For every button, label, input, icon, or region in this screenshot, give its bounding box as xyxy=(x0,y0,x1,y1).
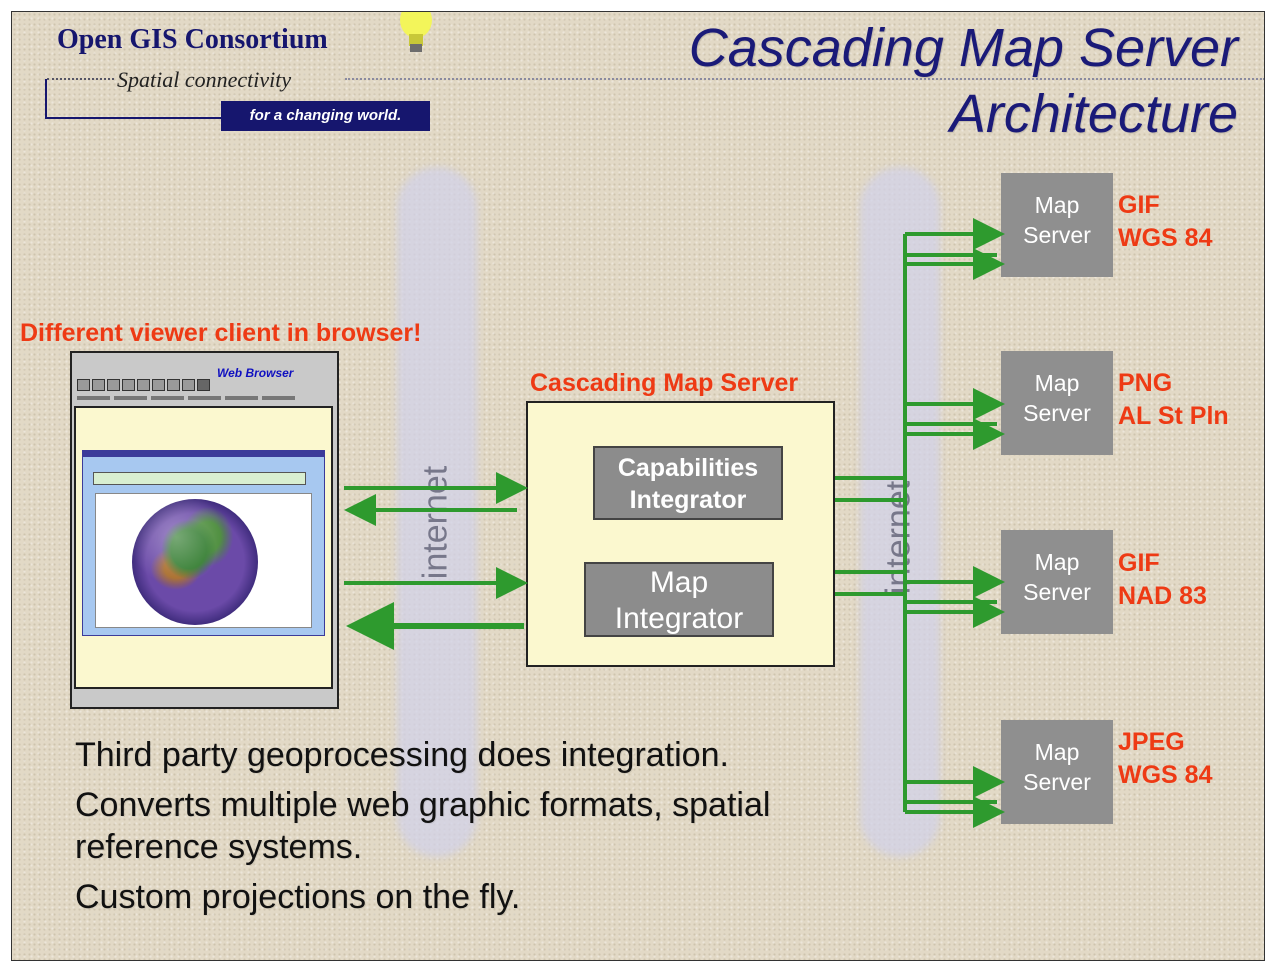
map-server-4-line2: Server xyxy=(1023,769,1091,795)
toolbar-button-icon xyxy=(167,379,180,391)
map-server-4-line1: Map xyxy=(1034,739,1080,765)
browser-viewport xyxy=(74,406,333,689)
toolbar-button-icon xyxy=(152,379,165,391)
map-server-2-line1: Map xyxy=(1034,370,1080,396)
map-server-4-srs: WGS 84 xyxy=(1118,761,1213,789)
logo-bracket xyxy=(45,79,235,119)
logo-divider xyxy=(47,78,114,80)
bullet-item-2: Converts multiple web graphic formats, s… xyxy=(75,786,771,866)
toolbar-line xyxy=(262,396,295,400)
map-server-1: Map Server xyxy=(1001,173,1113,277)
toolbar-line xyxy=(225,396,258,400)
map-server-3-label: GIF NAD 83 xyxy=(1118,547,1207,613)
page-title-line2: Architecture xyxy=(949,84,1238,144)
toolbar-button-icon xyxy=(137,379,150,391)
map-server-4-label: JPEG WGS 84 xyxy=(1118,726,1212,792)
map-server-4: Map Server xyxy=(1001,720,1113,824)
toolbar-button-icon xyxy=(77,379,90,391)
toolbar-button-icon xyxy=(182,379,195,391)
map-server-1-label: GIF WGS 84 xyxy=(1118,189,1212,255)
map-server-2-srs: AL St Pln xyxy=(1118,402,1229,430)
capabilities-integrator-line2: Integrator xyxy=(629,486,747,514)
map-server-3: Map Server xyxy=(1001,530,1113,634)
bullet-list: Third party geoprocessing does integrati… xyxy=(75,734,835,926)
browser-title: Web Browser xyxy=(217,366,294,380)
map-integrator-line1: Map xyxy=(649,566,709,599)
page-title-line1: Cascading Map Server xyxy=(688,18,1238,78)
toolbar-line xyxy=(114,396,147,400)
toolbar-line xyxy=(188,396,221,400)
toolbar-line xyxy=(77,396,110,400)
map-server-2-format: PNG xyxy=(1118,369,1173,397)
capabilities-integrator-line1: Capabilities xyxy=(617,454,759,482)
slide: internet internet Open GIS Consortium Sp… xyxy=(11,11,1265,961)
browser-window: Web Browser xyxy=(70,351,339,709)
logo-tag: for a changing world. xyxy=(221,101,430,131)
toolbar-button-icon xyxy=(197,379,210,391)
map-server-3-srs: NAD 83 xyxy=(1118,582,1207,610)
map-server-2: Map Server xyxy=(1001,351,1113,455)
title-divider xyxy=(345,78,1264,80)
map-server-1-format: GIF xyxy=(1118,191,1160,219)
map-server-2-label: PNG AL St Pln xyxy=(1118,367,1229,433)
bullet-item-1: Third party geoprocessing does integrati… xyxy=(75,736,729,774)
lightbulb-icon xyxy=(400,12,432,52)
map-integrator-line2: Integrator xyxy=(614,602,744,635)
viewer-input-field xyxy=(93,472,306,485)
map-server-1-line1: Map xyxy=(1034,192,1080,218)
bullet-item-3: Custom projections on the fly. xyxy=(75,878,521,916)
map-image xyxy=(95,493,312,628)
map-integrator-box: Map Integrator xyxy=(584,562,774,637)
toolbar-button-icon xyxy=(92,379,105,391)
map-server-1-srs: WGS 84 xyxy=(1118,224,1213,252)
map-server-3-line2: Server xyxy=(1023,579,1091,605)
toolbar-button-icon xyxy=(107,379,120,391)
toolbar-line xyxy=(151,396,184,400)
panel-titlebar xyxy=(83,451,324,457)
client-label: Different viewer client in browser! xyxy=(20,319,422,347)
map-server-1-line2: Server xyxy=(1023,222,1091,248)
connection-arrows xyxy=(344,218,1005,828)
logo-tagline: Spatial connectivity xyxy=(117,67,292,92)
map-server-4-format: JPEG xyxy=(1118,728,1185,756)
cms-label: Cascading Map Server xyxy=(530,369,799,397)
toolbar-button-icon xyxy=(122,379,135,391)
map-server-2-line2: Server xyxy=(1023,400,1091,426)
map-server-3-line1: Map xyxy=(1034,549,1080,575)
internet-cloud-right xyxy=(860,167,940,857)
map-server-3-format: GIF xyxy=(1118,549,1160,577)
cascading-map-server-box: Capabilities Integrator Map Integrator xyxy=(526,401,835,667)
capabilities-integrator-box: Capabilities Integrator xyxy=(593,446,783,520)
map-viewer-panel xyxy=(82,450,325,636)
globe-icon xyxy=(132,499,258,625)
logo-title: Open GIS Consortium xyxy=(57,24,328,55)
